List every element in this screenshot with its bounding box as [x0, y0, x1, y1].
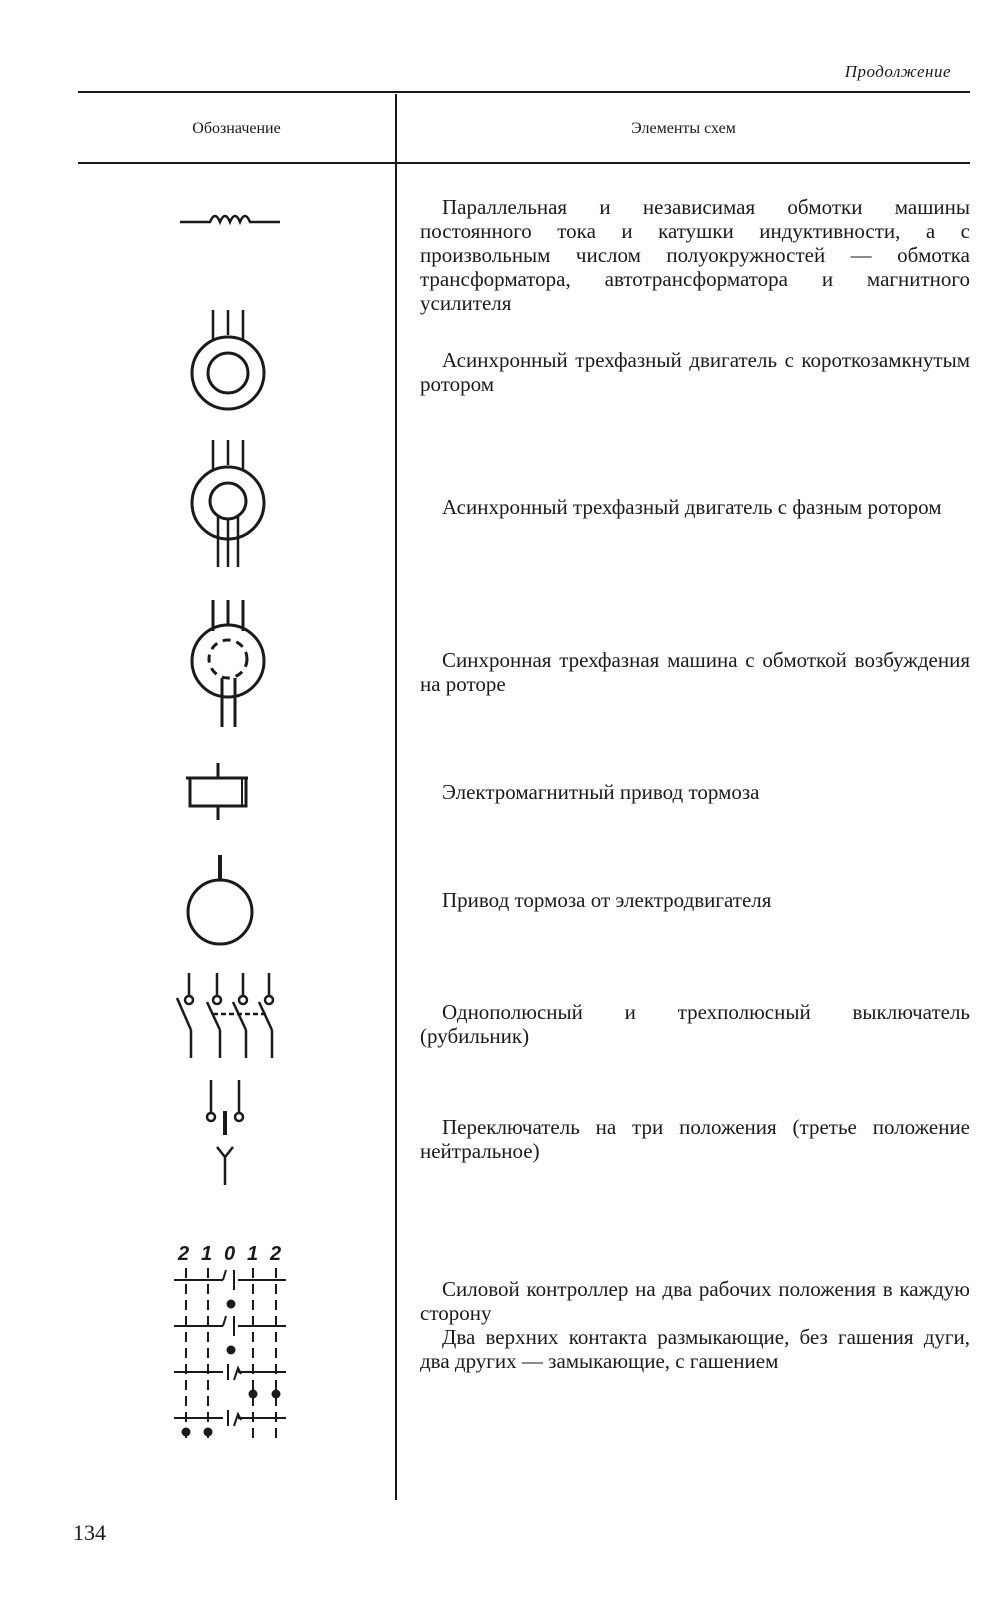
row-8-text: Переключатель на три положения (третье п…	[420, 1115, 970, 1163]
row-6-text: Привод тормоза от электродвигателя	[442, 888, 772, 912]
controller-position-label: 0	[224, 1243, 235, 1265]
row-2-text: Асинхронный трехфазный двигатель с корот…	[420, 348, 970, 396]
knife-switch-icon	[175, 973, 275, 1058]
controller-position-label: 1	[247, 1243, 258, 1265]
electromagnetic-brake-icon	[186, 763, 248, 820]
row-4-text: Синхронная трехфазная машина с обмоткой …	[420, 648, 970, 696]
row-9-text: Силовой контроллер на два рабочих положе…	[420, 1277, 970, 1325]
motor-brake-drive-icon	[186, 855, 254, 946]
async-motor-squirrel-cage-icon	[190, 310, 266, 411]
power-controller-icon: 2 1 0 1 2	[174, 1243, 286, 1438]
row-3-text: Асинхронный трехфазный двигатель с фазны…	[442, 495, 942, 519]
controller-position-label: 1	[201, 1243, 212, 1265]
async-motor-wound-rotor-icon	[190, 440, 266, 567]
continued-label: Продолжение	[844, 62, 951, 81]
table-top-rule	[78, 91, 970, 93]
header-bottom-rule	[78, 162, 970, 164]
row-5-text: Электромагнитный привод тормоза	[442, 780, 760, 804]
column-header-symbol: Обозначение	[192, 120, 281, 137]
three-position-switch-icon	[205, 1080, 245, 1185]
column-divider	[395, 94, 397, 1500]
controller-position-label: 2	[269, 1243, 281, 1265]
row-7-text: Однополюсный и трехполюсный выключатель …	[420, 1000, 970, 1048]
page-number: 134	[73, 1520, 106, 1545]
row-1-text: Параллельная и независимая обмотки машин…	[420, 195, 970, 315]
inductor-winding-icon	[180, 214, 280, 226]
row-9-text-note: Два верхних контакта размыкающие, без га…	[420, 1325, 970, 1373]
synchronous-machine-icon	[190, 600, 266, 727]
controller-position-label: 2	[177, 1243, 189, 1265]
column-header-element: Элементы схем	[631, 120, 736, 137]
